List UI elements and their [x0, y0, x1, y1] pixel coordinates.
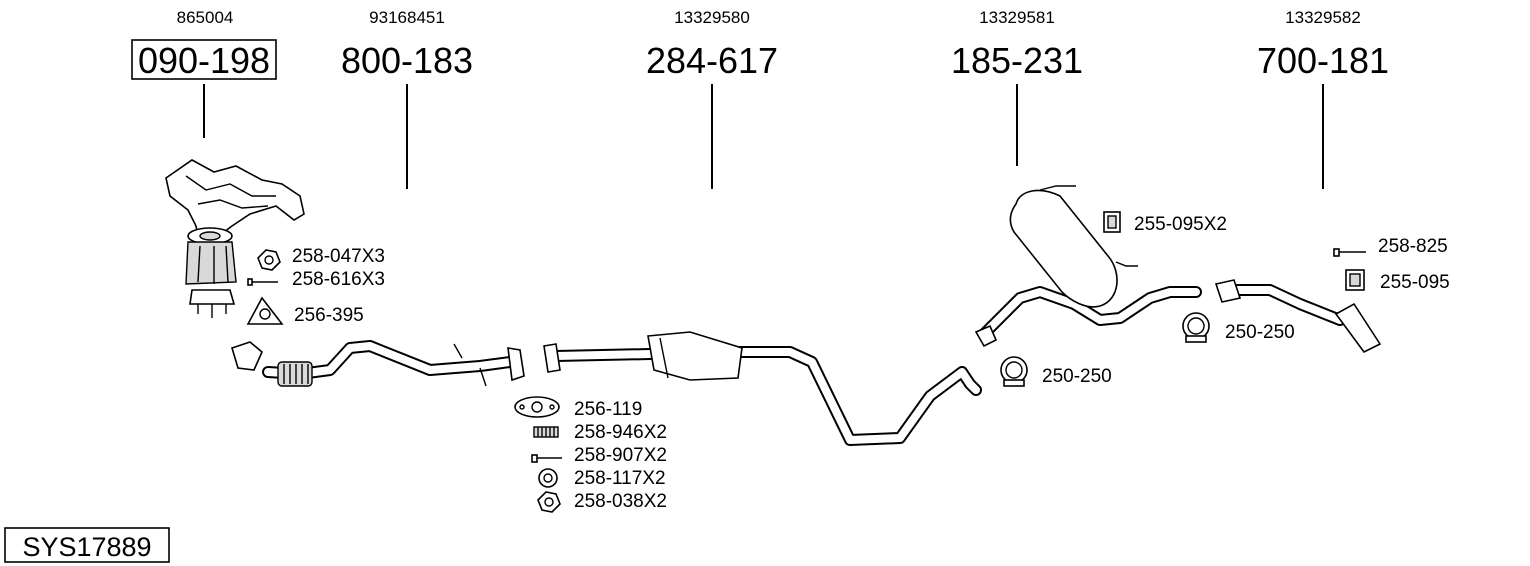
- nut-icon: [257, 249, 281, 271]
- accessory-label: 256-395: [294, 305, 364, 326]
- accessory-label: 255-095X2: [1134, 214, 1227, 235]
- accessory-label: 255-095: [1380, 272, 1450, 293]
- nut-icon: [537, 491, 561, 513]
- accessory-gasket-256-119[interactable]: 256-119: [514, 396, 642, 420]
- part-number: 700-181: [1257, 40, 1389, 81]
- accessory-nut-258-038[interactable]: 258-038X2: [537, 491, 667, 513]
- stud-icon: [247, 278, 278, 286]
- part-number: 185-231: [951, 40, 1083, 81]
- oem-number: 13329580: [674, 8, 750, 27]
- main-part-catalytic-converter[interactable]: 865004 090-198: [131, 8, 277, 138]
- accessory-label: 258-038X2: [574, 491, 667, 512]
- clamp-icon: [1000, 356, 1028, 387]
- accessory-bolt-258-825[interactable]: 258-825: [1333, 236, 1448, 257]
- bolt-icon: [1333, 248, 1366, 257]
- accessory-label: 250-250: [1225, 322, 1295, 343]
- middle-silencer-drawing: [974, 185, 1202, 348]
- catalytic-converter-drawing: [165, 159, 305, 318]
- clamp-icon: [1182, 312, 1210, 343]
- accessory-clamp-250-250-a[interactable]: 250-250: [1000, 356, 1112, 387]
- accessory-label: 258-616X3: [292, 269, 385, 290]
- rubber-mount-icon: [1103, 211, 1121, 233]
- tail-pipe-drawing: [1214, 279, 1382, 354]
- system-id: SYS17889: [22, 532, 151, 562]
- oem-number: 13329581: [979, 8, 1055, 27]
- accessory-label: 258-946X2: [574, 422, 667, 443]
- accessory-spring-258-946[interactable]: 258-946X2: [533, 422, 667, 443]
- accessory-mount-255-095[interactable]: 255-095: [1345, 269, 1450, 293]
- part-number-box: [131, 39, 277, 80]
- oem-number: 13329582: [1285, 8, 1361, 27]
- accessory-label: 250-250: [1042, 366, 1112, 387]
- gasket-two-hole-icon: [514, 396, 560, 418]
- accessory-label: 258-825: [1378, 236, 1448, 257]
- centre-silencer-drawing: [543, 331, 982, 446]
- front-pipe-drawing: [231, 340, 525, 387]
- rubber-mount-icon: [1345, 269, 1365, 291]
- part-number: 284-617: [646, 40, 778, 81]
- accessory-bolt-258-907[interactable]: 258-907X2: [531, 445, 667, 466]
- gasket-three-hole-icon: [246, 296, 284, 325]
- main-part-centre-silencer[interactable]: 13329580 284-617: [646, 8, 778, 189]
- main-part-middle-silencer[interactable]: 13329581 185-231: [951, 8, 1083, 166]
- oem-number: 865004: [177, 8, 234, 27]
- accessory-ring-258-117[interactable]: 258-117X2: [538, 468, 666, 489]
- ring-icon: [538, 468, 558, 488]
- spring-icon: [533, 426, 559, 438]
- accessory-label: 256-119: [574, 399, 642, 420]
- accessory-label: 258-907X2: [574, 445, 667, 466]
- bolt-icon: [531, 454, 562, 463]
- part-number: 800-183: [341, 40, 473, 81]
- main-part-front-pipe[interactable]: 93168451 800-183: [341, 8, 473, 189]
- accessory-nut-258-047[interactable]: 258-047X3: [257, 246, 385, 271]
- oem-number: 93168451: [369, 8, 445, 27]
- accessory-mount-255-095x2[interactable]: 255-095X2: [1103, 211, 1227, 235]
- accessory-label: 258-117X2: [574, 468, 666, 489]
- accessory-gasket-256-395[interactable]: 256-395: [246, 296, 364, 326]
- accessory-clamp-250-250-b[interactable]: 250-250: [1182, 312, 1295, 343]
- main-part-tail-pipe[interactable]: 13329582 700-181: [1257, 8, 1389, 189]
- accessory-label: 258-047X3: [292, 246, 385, 267]
- system-id-box: SYS17889: [4, 527, 170, 563]
- accessory-stud-258-616[interactable]: 258-616X3: [247, 269, 385, 290]
- part-number: 090-198: [138, 40, 270, 81]
